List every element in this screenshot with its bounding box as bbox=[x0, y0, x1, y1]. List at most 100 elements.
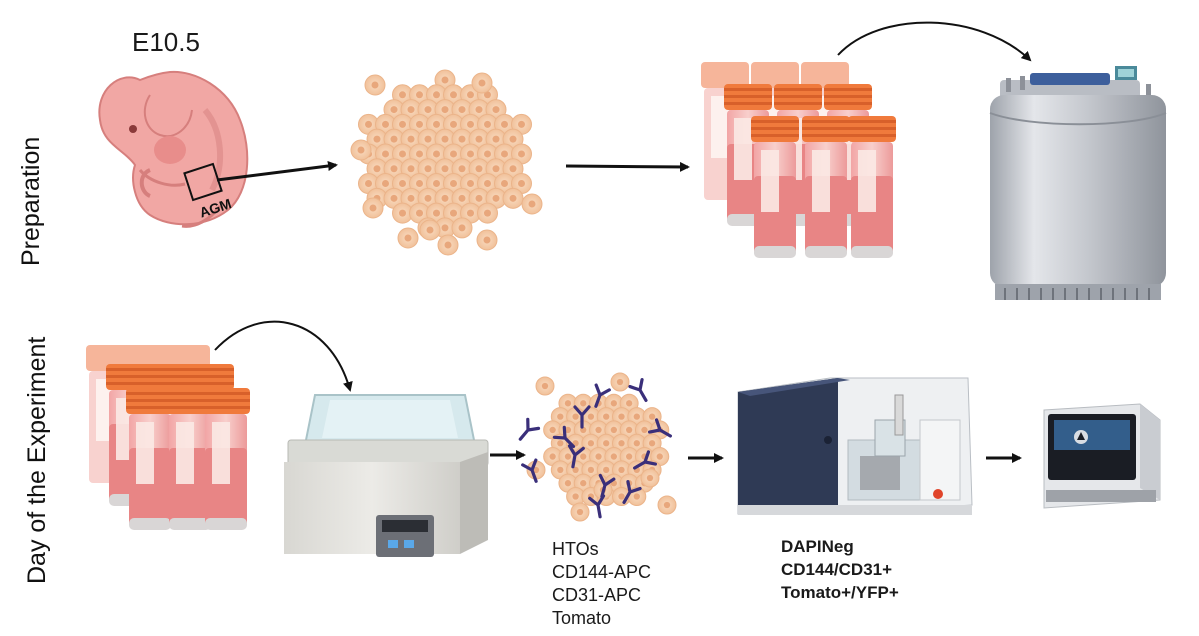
cell-nucleus bbox=[407, 135, 415, 143]
cell-nucleus bbox=[618, 493, 625, 500]
cell-nucleus bbox=[484, 150, 491, 158]
cell-nucleus bbox=[458, 194, 466, 202]
arrow-embryo-to-cells bbox=[216, 161, 338, 182]
cell-nucleus bbox=[450, 91, 457, 99]
cell-nucleus bbox=[441, 194, 449, 202]
cell-nucleus bbox=[407, 106, 415, 114]
cell-nucleus bbox=[595, 426, 602, 434]
cell-nucleus bbox=[426, 226, 434, 234]
cell-nucleus bbox=[483, 236, 491, 244]
cell-nucleus bbox=[399, 120, 406, 128]
sort-gate-label: Tomato+/YFP+ bbox=[781, 583, 899, 602]
cell-nucleus bbox=[518, 150, 525, 158]
cell-nucleus bbox=[382, 150, 389, 158]
cell-nucleus bbox=[501, 150, 508, 158]
cell-nucleus bbox=[603, 466, 610, 474]
cell-nucleus bbox=[564, 453, 572, 460]
cell-nucleus bbox=[587, 413, 595, 420]
cell-nucleus bbox=[541, 382, 549, 390]
cell-nucleus bbox=[450, 180, 457, 188]
cell-nucleus bbox=[633, 413, 640, 420]
cell-nucleus bbox=[587, 440, 595, 447]
cell-nucleus bbox=[656, 453, 663, 460]
cell-nucleus bbox=[626, 453, 633, 460]
cell-nucleus bbox=[492, 194, 500, 202]
cell-nucleus bbox=[475, 194, 483, 202]
arrow-cells-to-tubes bbox=[565, 161, 690, 172]
cell-nucleus bbox=[407, 194, 415, 202]
analysis-instrument bbox=[1043, 403, 1161, 509]
cell-nucleus bbox=[509, 135, 517, 143]
cell-nucleus bbox=[518, 120, 525, 128]
cell-nucleus bbox=[475, 165, 483, 173]
cell-nucleus bbox=[478, 79, 486, 87]
cell-nucleus bbox=[492, 135, 500, 143]
cell-nucleus bbox=[484, 209, 491, 217]
cell-nucleus bbox=[424, 135, 432, 143]
cell-nucleus bbox=[484, 180, 491, 188]
cell-nucleus bbox=[532, 466, 540, 474]
stained-cells bbox=[526, 372, 677, 522]
cell-nucleus bbox=[501, 180, 508, 188]
embryo-stage-label: E10.5 bbox=[132, 27, 200, 57]
cell-nucleus bbox=[549, 453, 556, 460]
cell-nucleus bbox=[382, 120, 389, 128]
cell-nucleus bbox=[399, 180, 406, 188]
cell-nucleus bbox=[441, 135, 449, 143]
staining-label: Tomato bbox=[552, 608, 612, 628]
cell-nucleus bbox=[603, 413, 610, 420]
cell-nucleus bbox=[484, 91, 491, 99]
cell-nucleus bbox=[433, 150, 440, 158]
cell-nucleus bbox=[441, 76, 449, 84]
cell-nucleus bbox=[416, 91, 423, 99]
cell-nucleus bbox=[467, 180, 474, 188]
cell-nucleus bbox=[587, 466, 595, 474]
cell-nucleus bbox=[424, 106, 432, 114]
cell-nucleus bbox=[444, 241, 452, 249]
cell-sorter bbox=[737, 377, 973, 515]
cell-nucleus bbox=[580, 400, 587, 407]
cell-nucleus bbox=[626, 426, 633, 434]
arrow-tubes-to-freezer bbox=[837, 21, 1032, 62]
cell-nucleus bbox=[616, 378, 624, 386]
cell-nucleus bbox=[557, 440, 564, 447]
cell-nucleus bbox=[492, 106, 500, 114]
cell-nucleus bbox=[371, 81, 379, 89]
cell-nucleus bbox=[509, 165, 517, 173]
cryovial-tubes bbox=[701, 62, 896, 258]
embryo-illustration bbox=[98, 70, 249, 228]
cell-nucleus bbox=[450, 150, 457, 158]
cell-nucleus bbox=[373, 165, 381, 173]
cell-nucleus bbox=[365, 120, 372, 128]
cell-nucleus bbox=[518, 180, 525, 188]
liquid-nitrogen-freezer bbox=[989, 66, 1167, 300]
arrow-tubes-to-bath bbox=[214, 320, 353, 392]
cell-nucleus bbox=[641, 426, 648, 434]
cell-nucleus bbox=[564, 400, 572, 407]
cell-nucleus bbox=[492, 165, 500, 173]
cell-nucleus bbox=[450, 209, 457, 217]
cell-nucleus bbox=[458, 106, 466, 114]
cell-nucleus bbox=[603, 440, 610, 447]
cell-nucleus bbox=[564, 426, 572, 434]
staining-label: CD31-APC bbox=[552, 585, 642, 605]
cell-nucleus bbox=[399, 150, 406, 158]
cell-nucleus bbox=[467, 91, 474, 99]
cell-nucleus bbox=[663, 501, 671, 509]
cell-nucleus bbox=[416, 150, 423, 158]
cell-nucleus bbox=[475, 135, 483, 143]
cell-nucleus bbox=[501, 120, 508, 128]
cell-nucleus bbox=[549, 426, 556, 434]
cell-nucleus bbox=[433, 209, 440, 217]
cell-nucleus bbox=[424, 165, 432, 173]
cell-nucleus bbox=[618, 413, 625, 420]
cell-nucleus bbox=[433, 180, 440, 188]
cell-nucleus bbox=[633, 440, 640, 447]
cell-nucleus bbox=[458, 224, 466, 232]
cell-nucleus bbox=[564, 480, 572, 487]
cell-nucleus bbox=[633, 493, 640, 500]
staining-label: CD144-APC bbox=[552, 562, 652, 582]
cell-nucleus bbox=[416, 209, 423, 217]
cell-nucleus bbox=[557, 466, 564, 474]
